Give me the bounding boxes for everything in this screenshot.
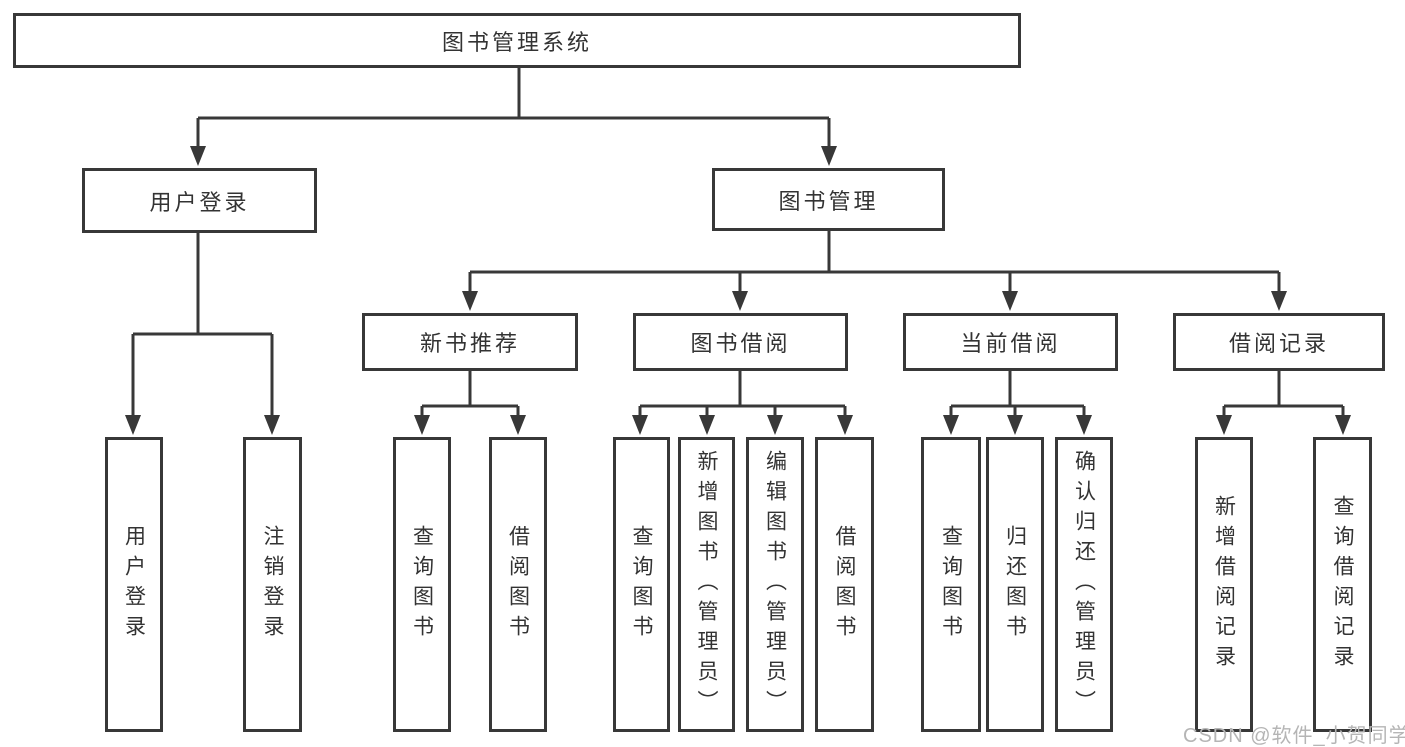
node-label: 图书管理 xyxy=(778,188,879,214)
node-leaf-borrow-book-1: 借阅图书 xyxy=(489,437,547,732)
node-label: 用户登录 xyxy=(149,189,250,215)
node-label: 查询图书 xyxy=(630,524,653,645)
node-label: 新增图书（管理员） xyxy=(695,449,718,720)
node-label: 新增借阅记录 xyxy=(1212,494,1236,675)
node-leaf-query-book-1: 查询图书 xyxy=(393,437,451,732)
node-label: 编辑图书（管理员） xyxy=(763,449,787,720)
node-label: 归还图书 xyxy=(1003,524,1027,645)
arrowhead-icons xyxy=(125,146,1351,435)
node-leaf-query-borrow-record: 查询借阅记录 xyxy=(1313,437,1372,732)
node-leaf-logout: 注销登录 xyxy=(243,437,302,732)
node-leaf-user-login: 用户登录 xyxy=(105,437,163,732)
node-leaf-edit-book-admin: 编辑图书（管理员） xyxy=(746,437,804,732)
node-leaf-add-book-admin: 新增图书（管理员） xyxy=(678,437,735,732)
node-leaf-borrow-book-2: 借阅图书 xyxy=(815,437,874,732)
node-leaf-add-borrow-record: 新增借阅记录 xyxy=(1195,437,1253,732)
node-label: 用户登录 xyxy=(122,524,146,645)
node-borrow-records: 借阅记录 xyxy=(1173,313,1385,371)
node-leaf-confirm-return-admin: 确认归还（管理员） xyxy=(1055,437,1113,732)
node-current-borrow: 当前借阅 xyxy=(903,313,1118,371)
node-book-management: 图书管理 xyxy=(712,168,945,231)
node-label: 借阅记录 xyxy=(1228,331,1329,356)
node-user-login: 用户登录 xyxy=(82,168,317,233)
node-label: 借阅图书 xyxy=(506,524,530,645)
node-label: 当前借阅 xyxy=(960,331,1061,356)
node-leaf-query-book-3: 查询图书 xyxy=(921,437,981,732)
node-root-library-system: 图书管理系统 xyxy=(13,13,1021,68)
node-label: 查询图书 xyxy=(939,524,963,645)
node-label: 确认归还（管理员） xyxy=(1072,449,1096,720)
node-label: 图书管理系统 xyxy=(441,29,592,55)
csdn-watermark: CSDN @软件_小贺同学 xyxy=(1183,725,1405,747)
node-leaf-return-book: 归还图书 xyxy=(986,437,1044,732)
node-label: 借阅图书 xyxy=(833,524,856,645)
node-label: 新书推荐 xyxy=(419,331,520,356)
node-new-book-recommend: 新书推荐 xyxy=(362,313,578,371)
node-label: 图书借阅 xyxy=(690,331,791,356)
node-label: 查询图书 xyxy=(410,524,434,645)
node-label: 注销登录 xyxy=(261,524,284,645)
node-book-borrow: 图书借阅 xyxy=(633,313,848,371)
node-leaf-query-book-2: 查询图书 xyxy=(613,437,670,732)
node-label: 查询借阅记录 xyxy=(1331,494,1354,675)
